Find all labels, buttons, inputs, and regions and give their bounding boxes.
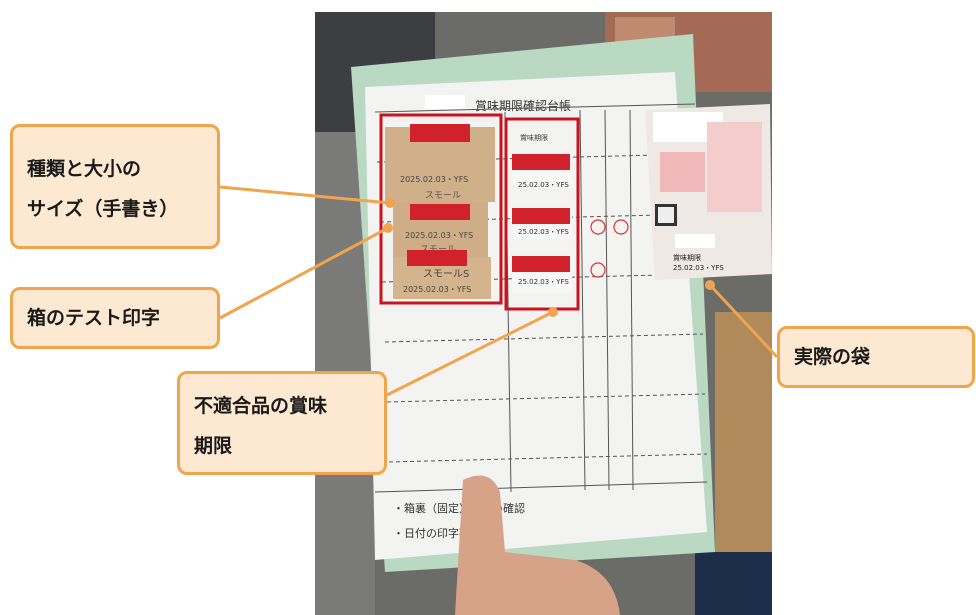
callout-nonconforming-line2: 期限 xyxy=(194,435,233,457)
mid-date-2: 25.02.03・YFS xyxy=(518,228,569,236)
box-print-samples: 2025.02.03・YFS スモール 2025.02.03・YFS スモール … xyxy=(385,124,495,299)
footer-line-2: ・日付の印字確認 xyxy=(393,526,481,540)
card-date-1: 2025.02.03・YFS xyxy=(400,175,468,184)
mid-date-3: 25.02.03・YFS xyxy=(518,278,569,286)
footer-line-1: ・箱裏（固定）有無の確認 xyxy=(393,501,525,515)
callout-nonconforming-line1: 不適合品の賞味 xyxy=(194,395,328,417)
mid-date-1: 25.02.03・YFS xyxy=(518,181,569,189)
card-date-2: 2025.02.03・YFS xyxy=(405,231,473,240)
callout-type-size-line1: 種類と大小の xyxy=(27,158,142,180)
nonconforming-dates: 賞味期限 25.02.03・YFS 25.02.03・YFS 25.02.03・… xyxy=(512,133,572,293)
callout-box-print-text: 箱のテスト印字 xyxy=(27,307,161,329)
bag-label: 賞味期限 xyxy=(673,253,701,262)
callout-box-print: 箱のテスト印字 xyxy=(10,287,220,349)
card-date-3: 2025.02.03・YFS xyxy=(403,285,471,294)
document-photo: 賞味期限確認台帳 ・箱裏（固定）有無の確認 ・日付の印字確認 2025.02.0… xyxy=(315,12,772,615)
callout-nonconforming: 不適合品の賞味 期限 xyxy=(177,371,387,475)
callout-type-size: 種類と大小の サイズ（手書き） xyxy=(10,124,220,249)
sheet-title: 賞味期限確認台帳 xyxy=(475,98,571,113)
callout-type-size-line2: サイズ（手書き） xyxy=(27,198,179,220)
callout-actual-bag-text: 実際の袋 xyxy=(794,346,871,368)
actual-bag: 賞味期限 25.02.03・YFS xyxy=(645,104,772,280)
header-col: 賞味期限 xyxy=(520,133,548,142)
callout-actual-bag: 実際の袋 xyxy=(777,326,975,388)
card-hand-1: スモール xyxy=(425,191,461,201)
bag-date: 25.02.03・YFS xyxy=(673,264,724,272)
card-hand-3: スモールS xyxy=(423,269,469,280)
